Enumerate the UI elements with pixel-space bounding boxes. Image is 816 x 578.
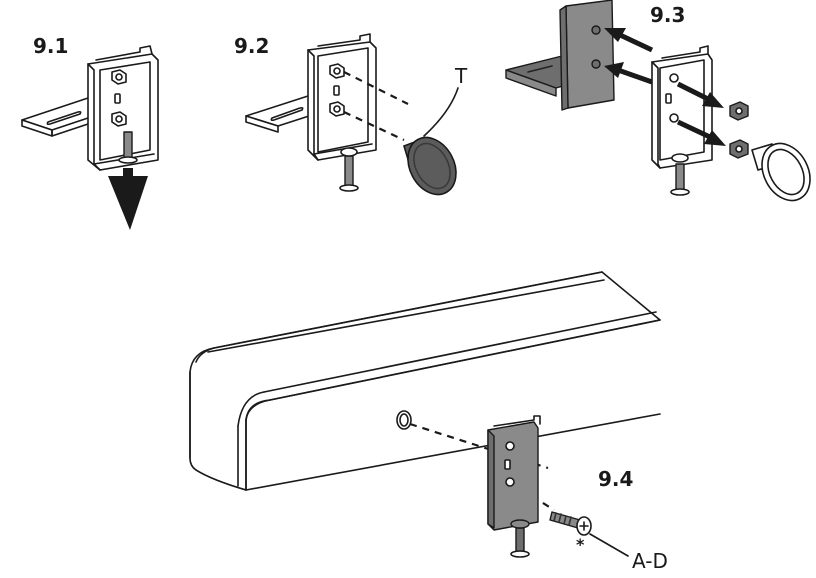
- arrow-left-icon: [604, 28, 654, 85]
- knob-leader-line: [423, 87, 459, 137]
- knob-label: T: [454, 64, 468, 88]
- bolt: [515, 527, 525, 553]
- step-9-2-label: 9.2: [234, 34, 269, 58]
- bolt: [675, 163, 685, 191]
- arrow-right-icon: [676, 81, 726, 146]
- screw-icon: [549, 511, 592, 536]
- step-9-3-illustration: 9.3: [505, 0, 811, 202]
- bolt: [123, 131, 133, 159]
- knob-icon: [403, 136, 457, 196]
- screw-leader-line: [589, 533, 629, 557]
- step-9-1-label: 9.1: [33, 34, 68, 58]
- base-slot: [46, 110, 82, 126]
- alignment-line-lower: [343, 111, 405, 141]
- beam: [189, 271, 661, 491]
- upright-slot: [114, 93, 121, 104]
- nut-icon: [729, 101, 749, 159]
- grey-bracket-upright: [487, 421, 539, 531]
- step-9-2-illustration: 9.2 T: [234, 33, 468, 196]
- grey-bracket-upright: [565, 0, 615, 109]
- arrow-down-icon: [108, 168, 148, 230]
- nut-lower: [329, 101, 345, 117]
- nut-lower: [111, 111, 127, 127]
- bolt: [344, 155, 354, 187]
- knob-icon: [751, 142, 811, 202]
- step-9-4-illustration: 9.4: [189, 271, 668, 573]
- step-9-3-label: 9.3: [650, 3, 685, 27]
- nut-upper: [329, 63, 345, 79]
- screw-note-mark: *: [576, 535, 585, 554]
- screw-label: A-D: [632, 549, 668, 573]
- step-9-1-illustration: 9.1: [21, 34, 159, 230]
- step-9-4-label: 9.4: [598, 467, 633, 491]
- nut-upper: [111, 69, 127, 85]
